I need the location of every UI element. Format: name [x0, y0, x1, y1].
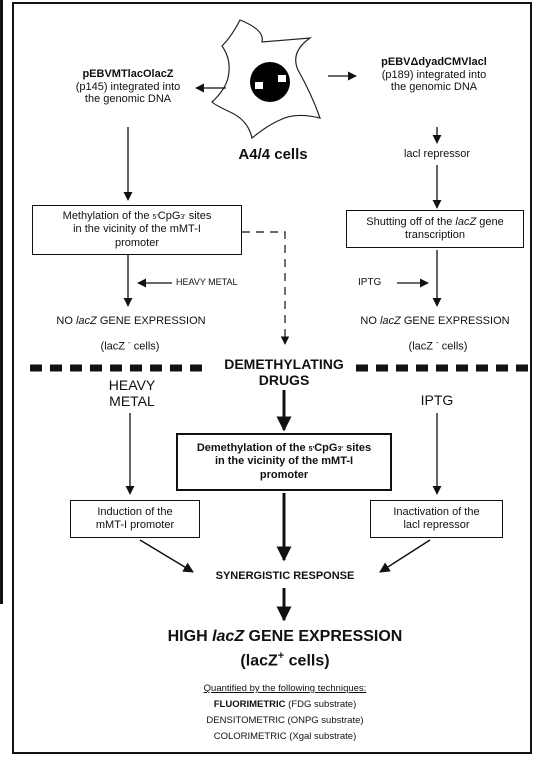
shutoff-line2: transcription	[405, 229, 465, 241]
left-margin-bar	[0, 0, 3, 604]
demethylation-line1-end: sites	[343, 442, 372, 455]
synergistic-response-label: SYNERGISTIC RESPONSE	[215, 570, 355, 582]
demethylating-line1: DEMETHYLATING	[224, 356, 344, 372]
technique-1-name: DENSITOMETRIC	[206, 715, 285, 726]
induction-line2: mMT-I promoter	[95, 519, 175, 531]
technique-2-name: COLORIMETRIC	[213, 731, 287, 742]
technique-colorimetric: COLORIMETRIC (Xgal substrate)	[160, 731, 410, 743]
arrow-induction-to-synergy	[139, 539, 194, 573]
no-expression-left: NO lacZ GENE EXPRESSION	[36, 315, 226, 328]
heavy-metal-small-label: HEAVY METAL	[176, 277, 238, 287]
inactivation-box: Inactivation of the lacl repressor	[370, 500, 503, 538]
plasmid-left-desc2: the genomic DNA	[84, 93, 172, 106]
methylation-cpg-post: 3'	[180, 214, 186, 222]
no-expr-left-post: GENE EXPRESSION	[96, 315, 206, 327]
plasmid-left-label: pEBVMTlacOlacZ (p145) integrated into th…	[64, 68, 192, 106]
cell-label: A4/4 cells	[238, 146, 308, 163]
high-expr-post: GENE EXPRESSION	[244, 628, 403, 645]
lacz-minus-right: (lacZ - cells)	[388, 338, 488, 353]
methylation-box: Methylation of the 5'CpG3' sites in the …	[32, 205, 242, 255]
methylation-line1: Methylation of the	[62, 210, 153, 223]
lacz-plus-post: cells)	[284, 652, 330, 670]
iptg-small-label: IPTG	[358, 277, 382, 288]
demethylation-box: Demethylation of the 5'CpG3' sites in th…	[176, 433, 392, 491]
technique-2-sub: (Xgal substrate)	[286, 731, 357, 742]
methylation-line1-end: sites	[185, 210, 212, 223]
methylation-line3: promoter	[114, 236, 160, 249]
nucleus-plasmid-left	[255, 82, 263, 89]
no-expr-left-gene: lacZ	[75, 315, 97, 327]
demethylating-line2: DRUGS	[258, 372, 310, 389]
no-expr-left-pre: NO	[56, 315, 76, 327]
high-expression-label: HIGH lacZ GENE EXPRESSION	[130, 628, 440, 646]
inactivation-line2: lacl repressor	[403, 519, 470, 531]
lacz-minus-right-cells: cells)	[441, 340, 468, 353]
demethylating-drugs-label: DEMETHYLATING DRUGS	[214, 356, 354, 388]
lacz-minus-right-pre: (lacZ	[408, 340, 437, 353]
technique-0-name: FLUORIMETRIC	[213, 699, 286, 710]
induction-box: Induction of the mMT-I promoter	[70, 500, 200, 538]
no-expr-right-pre: NO	[360, 315, 380, 327]
high-expr-gene: lacZ	[212, 628, 245, 645]
shutoff-box: Shutting off of the lacZ gene transcript…	[346, 210, 524, 248]
demethylation-cpg: CpG	[314, 442, 338, 455]
demethylation-line3: promoter	[259, 468, 309, 481]
demethylation-line1: Demethylation of the	[196, 442, 309, 455]
demethylation-cpg-post: 3'	[337, 446, 344, 454]
plasmid-right-desc2: the genomic DNA	[390, 81, 478, 94]
plasmid-right-name: pEBVΔdyadCMVlacl	[381, 56, 487, 68]
no-expression-right: NO lacZ GENE EXPRESSION	[340, 315, 530, 328]
plasmid-left-name: pEBVMTlacOlacZ	[82, 68, 174, 80]
inactivation-line1: Inactivation of the	[393, 505, 480, 518]
cell-nucleus	[250, 62, 290, 102]
demethylation-line2: in the vicinity of the mMT-I	[214, 455, 354, 468]
high-expr-pre: HIGH	[167, 628, 213, 645]
induction-line1: Induction of the	[97, 505, 173, 518]
lacz-minus-left-sign: -	[128, 338, 131, 347]
shutoff-gene: lacZ	[455, 215, 477, 228]
technique-0-sub: (FDG substrate)	[285, 699, 357, 710]
technique-1-sub: (ONPG substrate)	[284, 715, 364, 726]
methylation-line2: in the vicinity of the mMT-I	[73, 223, 201, 236]
heavy-metal-large-line1: HEAVY	[108, 377, 156, 393]
technique-fluorimetric: FLUORIMETRIC (FDG substrate)	[160, 699, 410, 711]
plasmid-left-desc1: (p145) integrated into	[75, 80, 181, 93]
methylation-cpg: CpG	[157, 210, 181, 223]
heavy-metal-large-label: HEAVY METAL	[92, 377, 172, 409]
methylation-cpg-pre: 5'	[152, 214, 158, 222]
plasmid-right-label: pEBVΔdyadCMVlacl (p189) integrated into …	[364, 56, 504, 94]
lacz-minus-left-pre: (lacZ	[100, 340, 129, 353]
lacz-plus-sup: +	[277, 650, 285, 662]
demethylation-cpg-pre: 5'	[308, 446, 315, 454]
figure-frame	[12, 2, 532, 754]
shutoff-line1: Shutting off of the	[366, 215, 456, 228]
lacz-plus-label: (lacZ+ cells)	[210, 650, 360, 671]
lacz-minus-right-sign: -	[436, 338, 439, 347]
technique-densitometric: DENSITOMETRIC (ONPG substrate)	[160, 715, 410, 727]
quantified-heading: Quantified by the following techniques:	[203, 683, 367, 694]
lacz-minus-left: (lacZ - cells)	[80, 338, 180, 353]
dashed-path	[242, 231, 290, 345]
no-expr-right-post: GENE EXPRESSION	[400, 315, 510, 327]
arrow-inactivation-to-synergy	[379, 539, 431, 573]
plasmid-right-desc1: (p189) integrated into	[381, 68, 487, 81]
iptg-large-label: IPTG	[420, 392, 454, 408]
heavy-metal-large-line2: METAL	[109, 393, 155, 410]
nucleus-plasmid-right	[278, 75, 286, 82]
lacz-minus-left-cells: cells)	[133, 340, 160, 353]
no-expr-right-gene: lacZ	[379, 315, 401, 327]
lacz-plus-pre: (lacZ	[240, 652, 278, 670]
repressor-label: lacl repressor	[403, 148, 471, 160]
shutoff-line1-end: gene	[476, 215, 504, 228]
